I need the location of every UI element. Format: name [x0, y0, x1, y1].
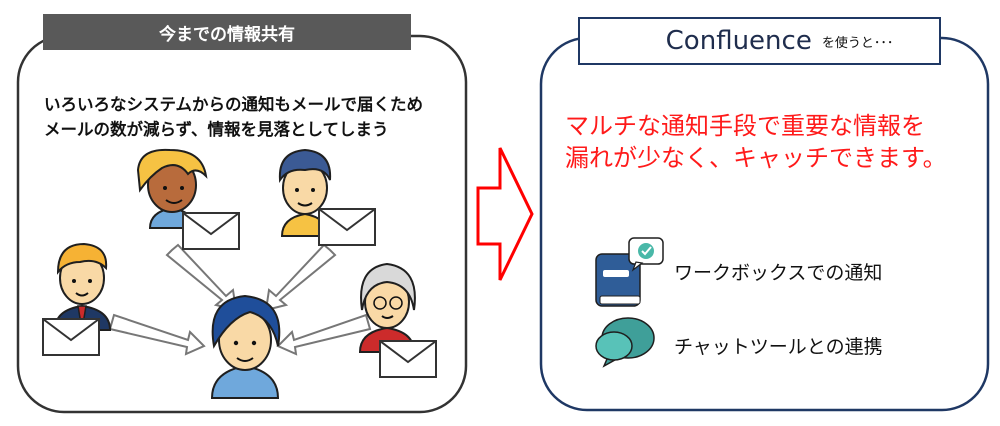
feature-workbox-label: ワークボックスでの通知: [674, 262, 883, 284]
person-gray-hair: [358, 262, 416, 353]
flow-arrow-3: [108, 313, 206, 356]
person-yellow-shirt: [278, 148, 332, 237]
feature-chat-label: チャットツールとの連携: [674, 336, 883, 358]
notification-book-icon: [595, 237, 664, 307]
person-suit: [53, 242, 112, 331]
left-panel-description: いろいろなシステムからの通知もメールで届くため メールの数が減らず、情報を見落と…: [44, 92, 464, 142]
title-suffix: を使うと･･･: [821, 35, 894, 51]
left-panel-title: 今までの情報共有: [43, 14, 411, 50]
description-line: いろいろなシステムからの通知もメールで届くため: [44, 95, 424, 114]
message-line: 漏れが少なく、キャッチできます。: [565, 144, 947, 172]
envelope-icon: [318, 208, 376, 246]
description-line: メールの数が減らず、情報を見落としてしまう: [44, 120, 389, 139]
person-orange-hair: [136, 148, 208, 229]
transition-arrow: [476, 147, 534, 281]
person-receiver: [210, 294, 281, 399]
brand-name: Confluence: [665, 26, 812, 56]
envelope-icon: [182, 212, 240, 250]
envelope-icon: [379, 340, 437, 378]
envelope-icons: [42, 208, 437, 378]
mail-flow-arrows: [108, 243, 372, 356]
envelope-icon: [42, 318, 100, 356]
right-panel-message: マルチな通知手段で重要な情報を 漏れが少なく、キャッチできます。: [565, 110, 975, 174]
right-panel-title: Confluence を使うと･･･: [578, 17, 941, 65]
chat-bubbles-icon: [595, 317, 655, 368]
message-line: マルチな通知手段で重要な情報を: [565, 112, 925, 140]
